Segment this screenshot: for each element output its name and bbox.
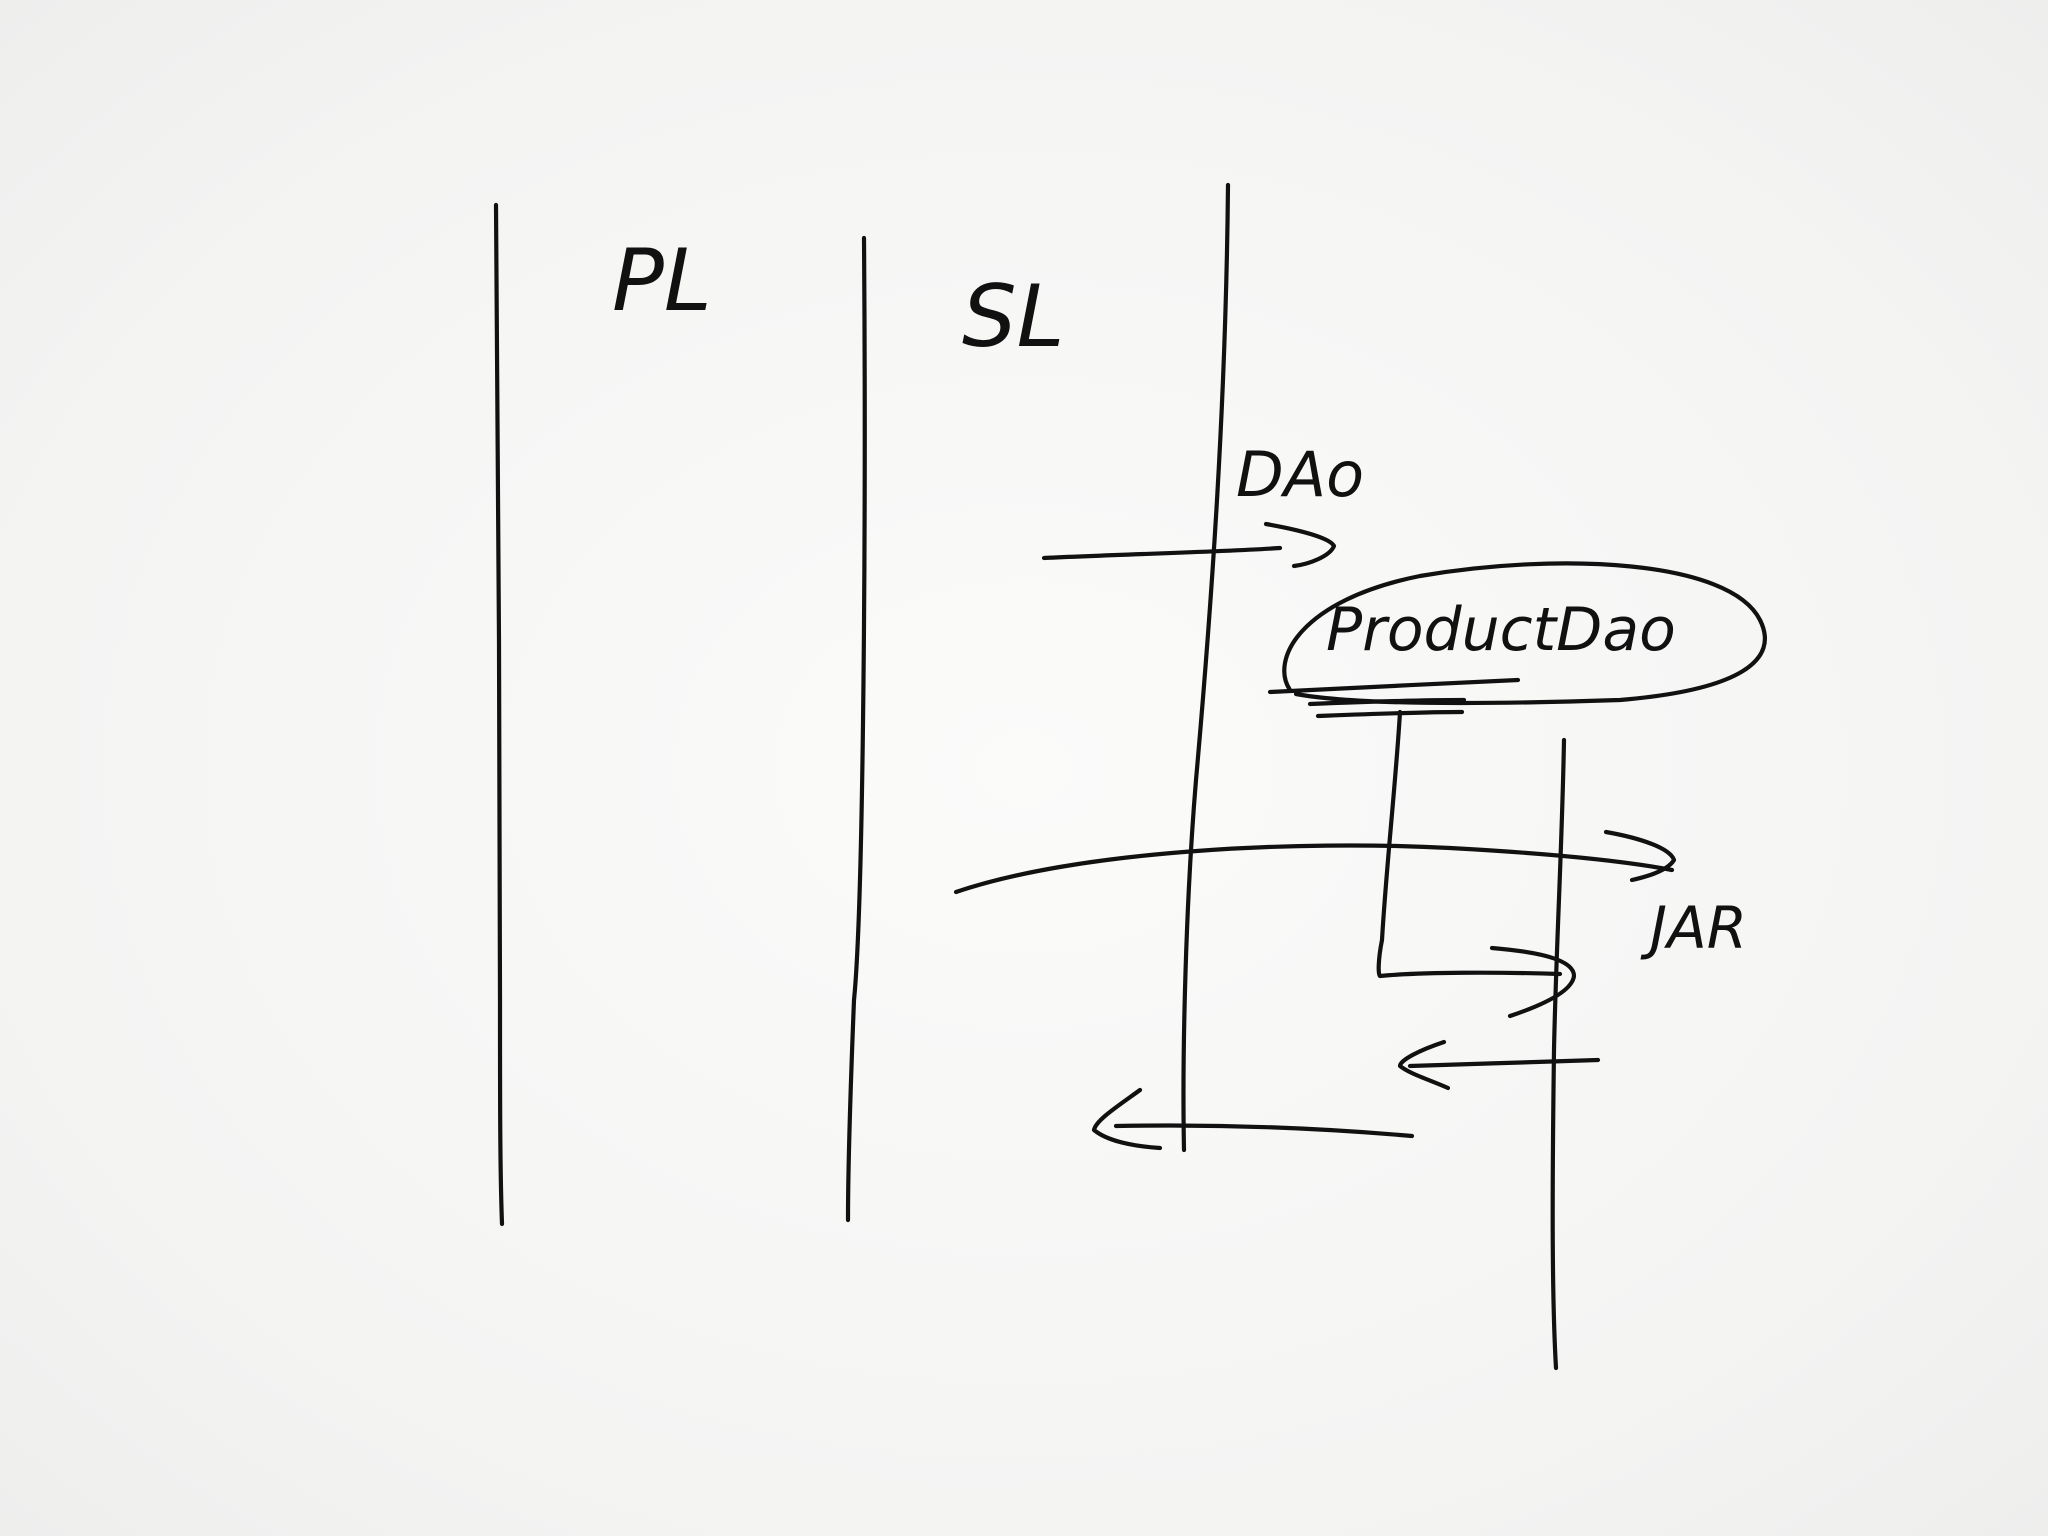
boundary-line-middle: [845, 235, 867, 1223]
arrow-sl-to-dao-shaft: [1041, 545, 1283, 561]
arrow-sl-to-dao-head: [1263, 521, 1337, 569]
return-arrow-jar-shaft: [1407, 1057, 1601, 1069]
product-dao-ellipse: [1282, 561, 1767, 706]
label-sl: SL: [962, 267, 1065, 367]
product-dao-underline-1: [1267, 677, 1521, 695]
return-arrow-sl-shaft: [1113, 1123, 1415, 1139]
label-dao: DAo: [1236, 438, 1364, 511]
arrow-to-jar-head: [1603, 829, 1677, 883]
return-arrow-jar-head: [1397, 1039, 1451, 1091]
connector-dao-to-jar: [1376, 709, 1563, 979]
return-arrow-sl-head: [1091, 1087, 1163, 1151]
label-product-dao: ProductDao: [1326, 595, 1676, 665]
boundary-line-jar: [1550, 737, 1567, 1371]
product-dao-underline-3: [1315, 709, 1465, 719]
boundary-line-dao: [1181, 182, 1231, 1153]
connector-arrow-head: [1489, 945, 1577, 1019]
boundary-line-left: [493, 202, 505, 1227]
product-dao-underline-2: [1307, 697, 1467, 707]
arrow-to-jar-shaft: [953, 843, 1675, 895]
label-jar: JAR: [1640, 894, 1747, 962]
label-pl: PL: [612, 231, 712, 331]
